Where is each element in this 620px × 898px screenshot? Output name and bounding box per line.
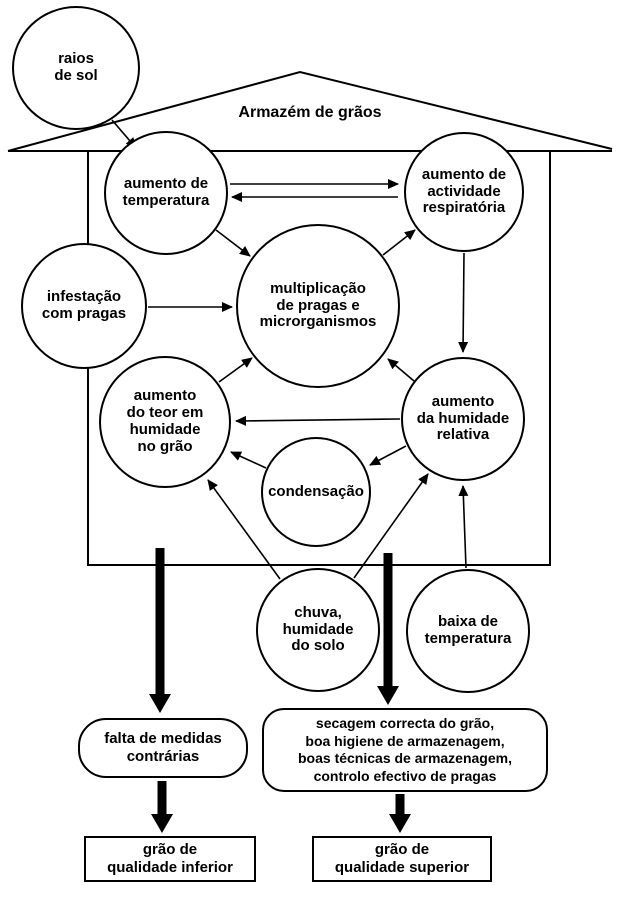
node-chuva-humidade-solo-label: chuva, humidade do solo (282, 603, 354, 655)
house-title: Armazém de grãos (238, 104, 382, 121)
node-aumento-temperatura-label: aumento de temperatura (122, 175, 210, 209)
box-falta-medidas: falta de medidas contrárias (78, 718, 248, 778)
node-multiplicacao-pragas-label: multiplicação de pragas e microrganismos (259, 279, 377, 331)
box-grao-qualidade-superior: grão de qualidade superior (312, 836, 492, 882)
node-baixa-temperatura-label: baixa de temperatura (424, 613, 512, 647)
arrow-actividade-to-humidade-relativa (458, 252, 469, 353)
node-aumento-temperatura: aumento de temperatura (104, 131, 228, 255)
node-condensacao: condensação (261, 437, 371, 547)
node-humidade-relativa: aumento da humidade relativa (401, 357, 525, 481)
box-grao-qualidade-inferior: grão de qualidade inferior (84, 836, 256, 882)
node-infestacao-pragas-label: infestação com pragas (41, 288, 127, 322)
node-actividade-respiratoria-label: aumento de actividade respiratória (421, 165, 507, 217)
node-teor-humidade-grao: aumento do teor em humidade no grão (99, 356, 231, 488)
node-actividade-respiratoria: aumento de actividade respiratória (404, 132, 524, 252)
node-teor-humidade-grao-label: aumento do teor em humidade no grão (126, 387, 204, 455)
node-condensacao-label: condensação (268, 482, 364, 500)
arrow-humidade-relativa-to-condensacao (369, 445, 407, 466)
node-multiplicacao-pragas: multiplicação de pragas e microrganismos (236, 224, 400, 388)
node-raios-de-sol: raios de sol (12, 6, 140, 130)
node-baixa-temperatura: baixa de temperatura (406, 569, 530, 693)
box-falta-medidas-label: falta de medidas contrárias (104, 730, 222, 765)
node-chuva-humidade-solo: chuva, humidade do solo (256, 568, 380, 692)
house-roof (7, 70, 613, 152)
node-raios-de-sol-label: raios de sol (54, 50, 98, 84)
box-boas-praticas-label: secagem correcta do grão, boa higiene de… (298, 715, 512, 784)
arrow-chuva-to-humidade-relativa (353, 473, 429, 579)
node-humidade-relativa-label: aumento da humidade relativa (416, 392, 510, 444)
arrow-multiplicacao-to-actividade (382, 229, 416, 256)
arrow-teor-to-multiplicacao (218, 357, 253, 383)
arrow-temperatura-to-multiplicacao (215, 229, 251, 257)
arrow-baixa-to-humidade-relativa (458, 485, 469, 569)
box-boas-praticas: secagem correcta do grão, boa higiene de… (262, 708, 548, 792)
arrow-chuva-to-teor (207, 479, 281, 580)
box-grao-qualidade-superior-label: grão de qualidade superior (334, 841, 470, 876)
arrow-humidade-relativa-to-multiplicacao (387, 358, 415, 382)
arrow-condensacao-to-teor (230, 451, 267, 469)
box-grao-qualidade-inferior-label: grão de qualidade inferior (107, 841, 233, 876)
arrow-humidade-relativa-to-teor (235, 415, 401, 426)
node-infestacao-pragas: infestação com pragas (21, 243, 147, 369)
